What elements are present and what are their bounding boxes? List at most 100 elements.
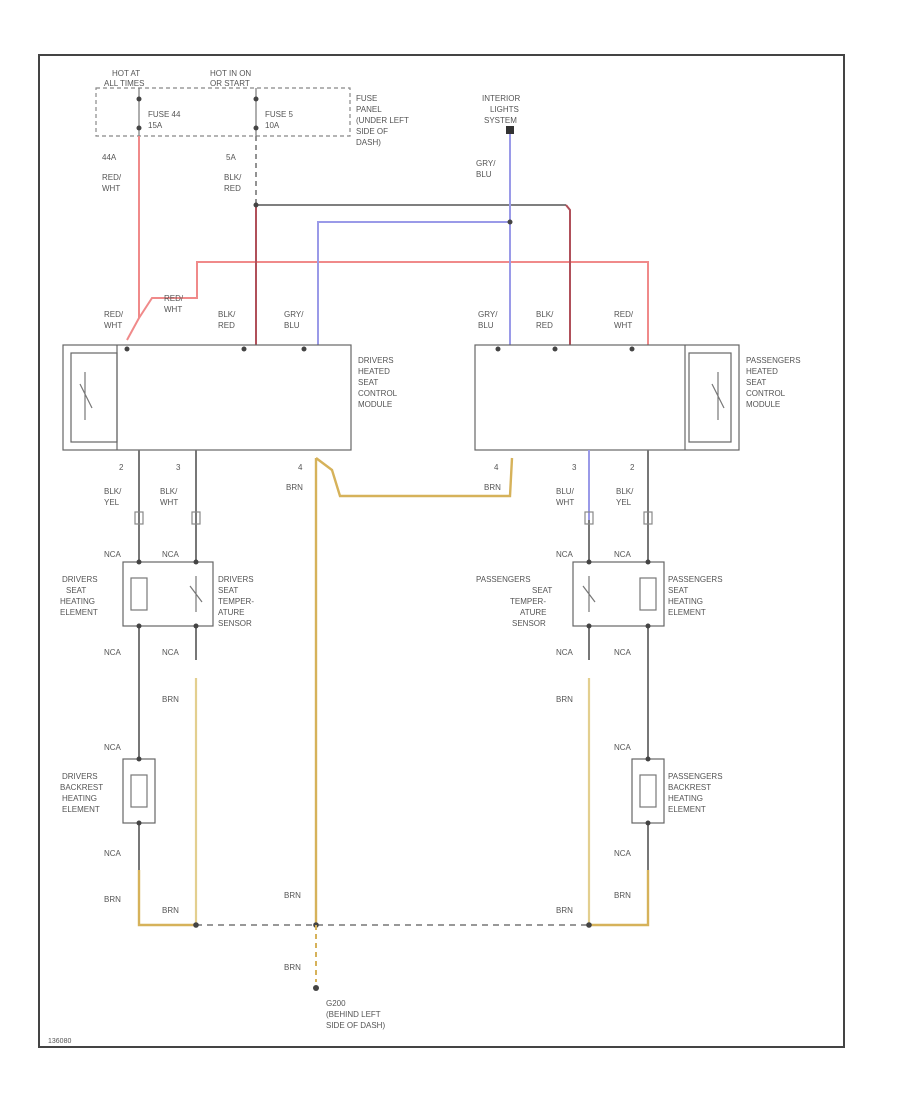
brn-driver-sensor-label: BRN — [162, 695, 179, 704]
hot-in-on-label: HOT IN ON OR START — [210, 69, 251, 88]
svg-text:WHT: WHT — [614, 321, 632, 330]
svg-text:DRIVERS: DRIVERS — [62, 772, 98, 781]
brn-label: BRN — [162, 906, 179, 915]
nca-label: NCA — [162, 550, 180, 559]
svg-text:DRIVERS: DRIVERS — [62, 575, 98, 584]
nca-label: NCA — [614, 743, 632, 752]
red-wht-top-label: RED/ WHT — [102, 173, 122, 193]
ground-point-g200 — [313, 985, 319, 991]
nca-label: NCA — [556, 550, 574, 559]
brn-ground-label: BRN — [284, 963, 301, 972]
fuse-44-label: FUSE 44 15A — [148, 110, 181, 130]
svg-text:ELEMENT: ELEMENT — [668, 805, 706, 814]
svg-text:SEAT: SEAT — [218, 586, 238, 595]
passenger-seat-heating-label: PASSENGERS SEAT HEATING ELEMENT — [668, 575, 723, 617]
svg-text:GRY/: GRY/ — [284, 310, 304, 319]
driver-heated-seat-module — [62, 344, 352, 451]
svg-text:RED: RED — [536, 321, 553, 330]
fuse-panel-label: FUSE PANEL (UNDER LEFT SIDE OF DASH) — [356, 94, 409, 147]
svg-text:BLU: BLU — [478, 321, 494, 330]
svg-text:SEAT: SEAT — [746, 378, 766, 387]
brn-passenger-module-label: BRN — [484, 483, 501, 492]
svg-text:RED: RED — [218, 321, 235, 330]
brn-label: BRN — [614, 891, 631, 900]
driver-seat-component — [122, 559, 214, 629]
gry-blu-top-label: GRY/ BLU — [476, 159, 496, 179]
svg-text:TEMPER-: TEMPER- — [218, 597, 254, 606]
wire-5a-label: 5A — [226, 153, 236, 162]
diagram-code: 136080 — [48, 1038, 71, 1045]
svg-text:HEATED: HEATED — [358, 367, 390, 376]
svg-text:SENSOR: SENSOR — [218, 619, 252, 628]
svg-text:SEAT: SEAT — [66, 586, 86, 595]
svg-text:10A: 10A — [265, 121, 280, 130]
svg-text:SYSTEM: SYSTEM — [484, 116, 517, 125]
svg-text:RED: RED — [224, 184, 241, 193]
svg-text:(UNDER LEFT: (UNDER LEFT — [356, 116, 409, 125]
driver-module-label: DRIVERS HEATED SEAT CONTROL MODULE — [358, 356, 398, 409]
svg-text:LIGHTS: LIGHTS — [490, 105, 519, 114]
passenger-seat-temp-label: PASSENGERS SEAT TEMPER- ATURE SENSOR — [476, 575, 552, 628]
svg-text:DASH): DASH) — [356, 138, 381, 147]
svg-text:DRIVERS: DRIVERS — [218, 575, 254, 584]
svg-text:MODULE: MODULE — [746, 400, 780, 409]
red-wht-driver-label: RED/ WHT — [104, 310, 124, 330]
svg-text:SIDE OF: SIDE OF — [356, 127, 388, 136]
svg-text:RED/: RED/ — [102, 173, 122, 182]
nca-label: NCA — [104, 648, 122, 657]
svg-text:SENSOR: SENSOR — [512, 619, 546, 628]
interior-lights-terminal — [506, 126, 514, 134]
svg-text:HOT IN ON: HOT IN ON — [210, 69, 251, 78]
svg-text:PANEL: PANEL — [356, 105, 382, 114]
svg-text:ATURE: ATURE — [520, 608, 547, 617]
svg-text:HEATING: HEATING — [668, 597, 703, 606]
svg-text:CONTROL: CONTROL — [746, 389, 786, 398]
svg-text:HEATED: HEATED — [746, 367, 778, 376]
svg-text:INTERIOR: INTERIOR — [482, 94, 520, 103]
svg-text:15A: 15A — [148, 121, 163, 130]
wire-red-wht-driver — [126, 136, 140, 341]
svg-text:OR START: OR START — [210, 79, 250, 88]
svg-text:ELEMENT: ELEMENT — [668, 608, 706, 617]
brn-passenger-sensor-label: BRN — [556, 695, 573, 704]
svg-text:BLK/: BLK/ — [160, 487, 178, 496]
nca-label: NCA — [162, 648, 180, 657]
blk-red-driver-label: BLK/ RED — [218, 310, 236, 330]
svg-text:FUSE: FUSE — [356, 94, 377, 103]
passenger-pin-4: 4 — [494, 463, 499, 472]
nca-label: NCA — [104, 849, 122, 858]
driver-backrest-label: DRIVERS BACKREST HEATING ELEMENT — [60, 772, 103, 814]
svg-text:WHT: WHT — [160, 498, 178, 507]
svg-text:BLK/: BLK/ — [616, 487, 634, 496]
svg-text:CONTROL: CONTROL — [358, 389, 398, 398]
brn-label: BRN — [284, 891, 301, 900]
fuse-5-label: FUSE 5 10A — [265, 110, 294, 130]
svg-text:PASSENGERS: PASSENGERS — [668, 772, 723, 781]
interior-lights-label: INTERIOR LIGHTS SYSTEM — [482, 94, 520, 125]
driver-pin-4: 4 — [298, 463, 303, 472]
brn-label: BRN — [556, 906, 573, 915]
driver-pin-3: 3 — [176, 463, 181, 472]
svg-text:BACKREST: BACKREST — [668, 783, 711, 792]
svg-text:MODULE: MODULE — [358, 400, 392, 409]
red-wht-passenger-label: RED/ WHT — [614, 310, 634, 330]
svg-text:BLK/: BLK/ — [104, 487, 122, 496]
red-wht-driver-crossover-label: RED/ WHT — [164, 294, 184, 314]
svg-text:G200: G200 — [326, 999, 346, 1008]
hot-at-all-times-label: HOT AT ALL TIMES — [104, 69, 144, 88]
diagram-frame — [38, 54, 845, 1048]
connector-ticks — [134, 511, 653, 525]
nca-label: NCA — [614, 849, 632, 858]
driver-seat-heating-label: DRIVERS SEAT HEATING ELEMENT — [60, 575, 98, 617]
svg-text:ATURE: ATURE — [218, 608, 245, 617]
svg-text:BLU/: BLU/ — [556, 487, 575, 496]
svg-text:SEAT: SEAT — [358, 378, 378, 387]
svg-text:BLU: BLU — [284, 321, 300, 330]
nca-label: NCA — [556, 648, 574, 657]
blk-yel-passenger-label: BLK/ YEL — [616, 487, 634, 507]
svg-text:PASSENGERS: PASSENGERS — [668, 575, 723, 584]
brn-label: BRN — [104, 895, 121, 904]
nca-label: NCA — [104, 743, 122, 752]
svg-text:BLK/: BLK/ — [224, 173, 242, 182]
